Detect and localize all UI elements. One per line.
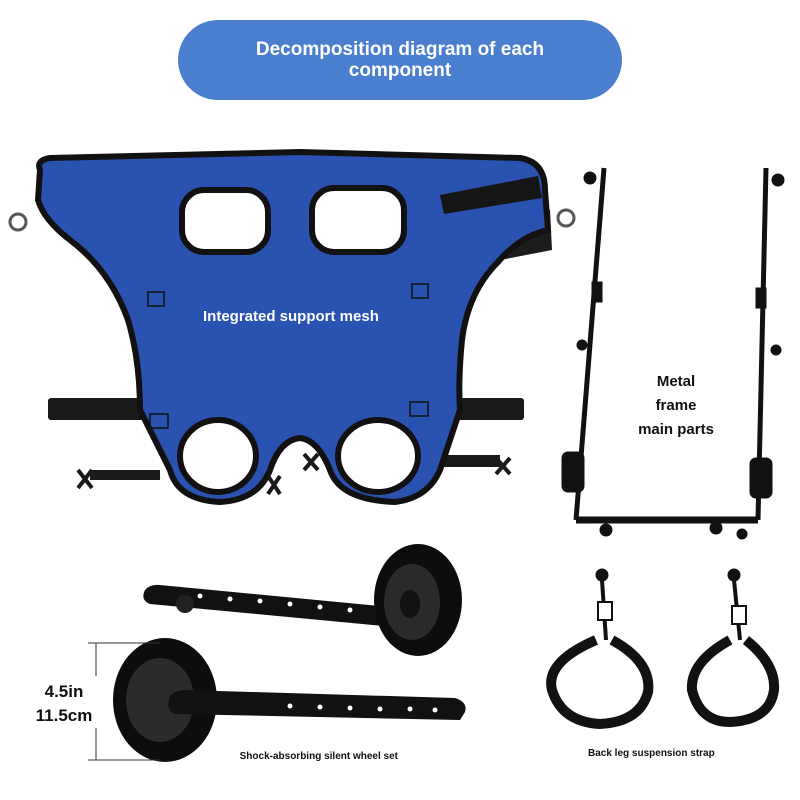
support-mesh-icon: [8, 148, 576, 506]
frame-label-line-3: main parts: [638, 421, 714, 438]
leg-strap-icon: [546, 568, 780, 730]
metal-frame-icon: [561, 167, 785, 540]
frame-label-line-2: frame: [655, 397, 697, 414]
frame-label-line-1: Metal: [656, 373, 696, 390]
wheel-label: Shock-absorbing silent wheel set: [239, 751, 398, 762]
mesh-label: Integrated support mesh: [203, 308, 379, 325]
dimension-centimeters: 11.5cm: [35, 706, 93, 725]
title-banner: Decomposition diagram of each component: [178, 20, 622, 100]
strap-label: Back leg suspension strap: [588, 748, 715, 759]
wheel-top-icon: [143, 544, 462, 656]
title-line-1: Decomposition diagram of each: [255, 39, 545, 60]
wheel-bottom-icon: [113, 638, 466, 762]
dimension-indicator: [88, 642, 160, 761]
frame-label: Metal frame main parts: [626, 370, 726, 442]
dimension-inches: 4.5in: [44, 682, 84, 701]
dimension-label: 4.5in 11.5cm: [14, 680, 114, 728]
title-line-2: component: [348, 60, 452, 81]
